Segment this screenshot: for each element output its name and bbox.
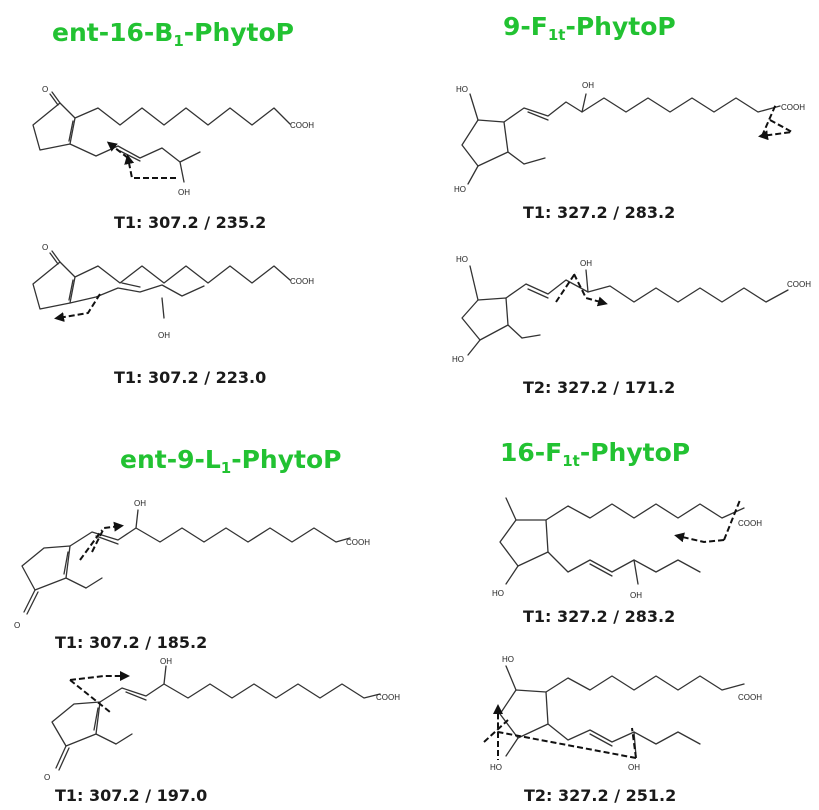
transition-label: T1: 307.2 / 185.2 <box>55 633 208 652</box>
structure-ent-16-b1-t1: COOH O OH <box>32 85 314 197</box>
hydroxyl-label: HO <box>492 589 504 598</box>
acid-label: COOH <box>781 103 805 112</box>
structure-9-f1t-t1: COOH HO HO OH <box>454 81 805 194</box>
transition-label: T1: 327.2 / 283.2 <box>523 203 676 222</box>
transition-label: T1: 307.2 / 235.2 <box>114 213 267 232</box>
structure-ent-9-l1-t2: COOH O OH <box>44 657 400 782</box>
hydroxyl-label: OH <box>630 591 642 600</box>
hydroxyl-label: OH <box>178 188 190 197</box>
hydroxyl-label: OH <box>158 331 170 340</box>
structure-16-f1t-t1: COOH HO OH <box>492 497 762 600</box>
structure-ent-16-b1-t2: COOH O OH <box>32 243 314 340</box>
transition-label: T1: 307.2 / 197.0 <box>55 786 208 805</box>
title-ent-16-b1-phytop: ent-16-B1-PhytoP <box>52 18 294 50</box>
hydroxyl-label: HO <box>490 763 502 772</box>
transition-label: T2: 327.2 / 171.2 <box>523 378 676 397</box>
structure-ent-9-l1-t1: COOH O OH <box>14 499 370 630</box>
acid-label: COOH <box>738 693 762 702</box>
transition-label: T2: 327.2 / 251.2 <box>524 786 677 805</box>
structure-16-f1t-t2: COOH HO HO OH <box>483 655 762 772</box>
acid-label: COOH <box>738 519 762 528</box>
oxygen-label: O <box>42 85 48 94</box>
transition-label: T1: 327.2 / 283.2 <box>523 607 676 626</box>
hydroxyl-label: OH <box>628 763 640 772</box>
structure-9-f1t-t2: COOH HO HO OH <box>452 255 811 364</box>
oxygen-label: O <box>14 621 20 630</box>
hydroxyl-label: HO <box>452 355 464 364</box>
hydroxyl-label: OH <box>160 657 172 666</box>
acid-label: COOH <box>290 277 314 286</box>
hydroxyl-label: HO <box>502 655 514 664</box>
hydroxyl-label: HO <box>454 185 466 194</box>
title-16-f1t-phytop: 16-F1t-PhytoP <box>500 438 691 470</box>
title-ent-9-l1-phytop: ent-9-L1-PhytoP <box>120 445 342 477</box>
acid-label: COOH <box>376 693 400 702</box>
hydroxyl-label: HO <box>456 85 468 94</box>
acid-label: COOH <box>290 121 314 130</box>
oxygen-label: O <box>42 243 48 252</box>
title-9-f1t-phytop: 9-F1t-PhytoP <box>503 12 676 44</box>
hydroxyl-label: HO <box>456 255 468 264</box>
hydroxyl-label: OH <box>582 81 594 90</box>
acid-label: COOH <box>787 280 811 289</box>
hydroxyl-label: OH <box>580 259 592 268</box>
transition-label: T1: 307.2 / 223.0 <box>114 368 267 387</box>
acid-label: COOH <box>346 538 370 547</box>
oxygen-label: O <box>44 773 50 782</box>
hydroxyl-label: OH <box>134 499 146 508</box>
